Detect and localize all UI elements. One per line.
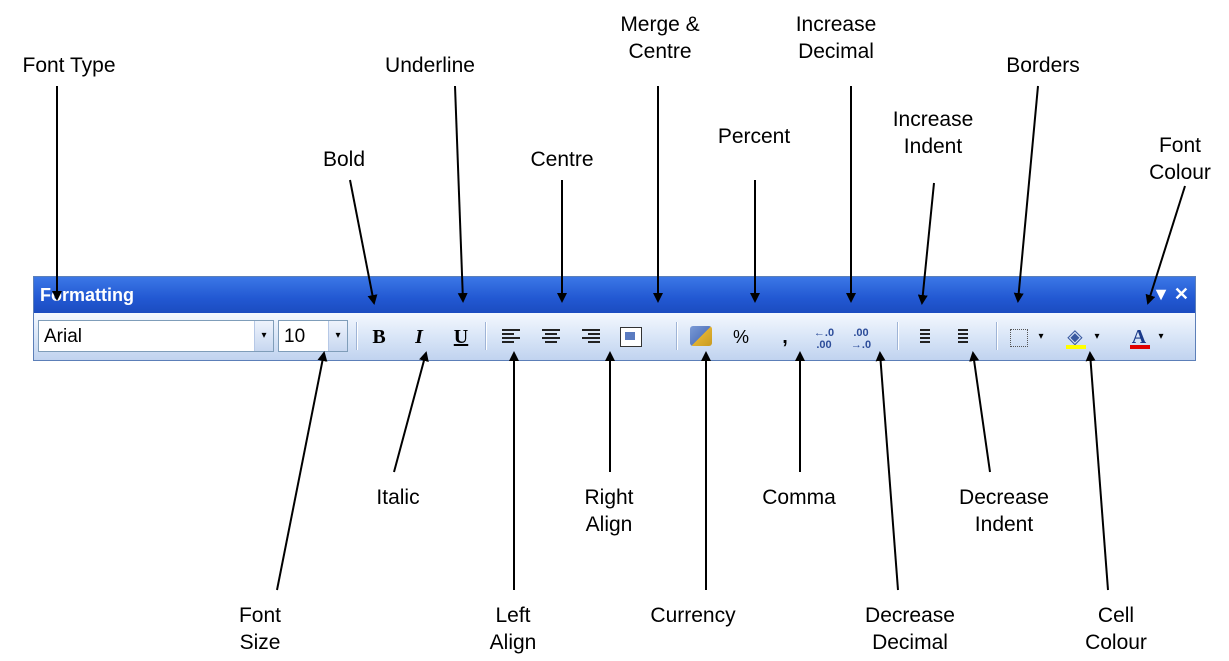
label-decrease-indent: Decrease Indent xyxy=(959,486,1049,536)
font-size-combo[interactable]: 10 ▾ xyxy=(278,320,348,352)
arrow-decrease-indent xyxy=(969,351,991,473)
font-colour-icon: A xyxy=(1131,326,1147,348)
toolbar-button-row: Arial ▾ 10 ▾ B I U % , ←.0 .00 xyxy=(34,313,1195,360)
decrease-indent-icon xyxy=(950,329,968,345)
decrease-indent-button[interactable] xyxy=(944,322,974,352)
arrow-font-colour xyxy=(1145,185,1186,305)
separator xyxy=(356,322,357,350)
cell-colour-button[interactable]: ◈ xyxy=(1060,322,1090,352)
chevron-down-icon[interactable]: ▾ xyxy=(254,321,273,351)
arrow-bold xyxy=(349,179,378,305)
arrow-decrease-decimal xyxy=(875,351,899,591)
increase-indent-icon xyxy=(912,329,930,345)
arrow-italic xyxy=(393,351,429,473)
currency-icon xyxy=(690,326,712,346)
cell-colour-dropdown-icon[interactable]: ▾ xyxy=(1094,331,1100,342)
cell-colour-swatch xyxy=(1066,345,1086,349)
align-right-icon xyxy=(582,329,600,345)
font-size-value: 10 xyxy=(284,326,306,347)
paint-bucket-icon: ◈ xyxy=(1067,326,1083,348)
decrease-decimal-button[interactable]: .00 →.0 xyxy=(846,322,876,352)
label-font-size: Font Size xyxy=(238,604,282,654)
label-underline: Underline xyxy=(385,54,475,77)
font-colour-swatch xyxy=(1130,345,1150,349)
comma-button[interactable]: , xyxy=(782,326,788,348)
align-left-icon xyxy=(502,329,520,345)
label-centre: Centre xyxy=(530,148,594,171)
separator xyxy=(996,322,997,350)
label-right-align: Right Align xyxy=(584,486,634,536)
increase-decimal-icon: ←.0 .00 xyxy=(813,327,835,351)
arrow-increase-indent xyxy=(917,182,935,305)
label-font-colour: Font Colour xyxy=(1149,134,1211,184)
arrow-cell-colour xyxy=(1085,351,1109,591)
label-percent: Percent xyxy=(717,125,791,148)
toolbar-options-icon[interactable]: ▼ xyxy=(1152,284,1170,304)
increase-decimal-button[interactable]: ←.0 .00 xyxy=(809,322,839,352)
separator xyxy=(485,322,486,350)
font-name-combo[interactable]: Arial ▾ xyxy=(38,320,274,352)
label-increase-indent: Increase Indent xyxy=(892,108,974,158)
increase-indent-button[interactable] xyxy=(906,322,936,352)
merge-and-center-icon xyxy=(620,327,642,347)
label-currency: Currency xyxy=(650,604,736,627)
label-bold: Bold xyxy=(322,148,366,171)
align-center-button[interactable] xyxy=(536,322,566,352)
label-font-type: Font Type xyxy=(22,54,116,77)
align-center-icon xyxy=(542,329,560,345)
toolbar-title: Formatting xyxy=(40,285,134,305)
arrow-borders xyxy=(1013,85,1039,303)
separator xyxy=(676,322,677,350)
font-colour-dropdown-icon[interactable]: ▾ xyxy=(1158,331,1164,342)
chevron-down-icon[interactable]: ▾ xyxy=(328,321,347,351)
label-merge-centre: Merge & Centre xyxy=(620,13,700,63)
currency-button[interactable] xyxy=(686,322,716,352)
label-cell-colour: Cell Colour xyxy=(1085,604,1147,654)
merge-and-center-button[interactable] xyxy=(616,322,646,352)
percent-button[interactable]: % xyxy=(732,327,749,347)
align-right-button[interactable] xyxy=(576,322,606,352)
toolbar-titlebar[interactable]: Formatting ▼ ✕ xyxy=(34,277,1195,313)
underline-button[interactable]: U xyxy=(453,326,469,348)
close-icon[interactable]: ✕ xyxy=(1173,284,1189,304)
italic-button[interactable]: I xyxy=(415,326,423,348)
label-decrease-decimal: Decrease Decimal xyxy=(865,604,955,654)
borders-icon xyxy=(1010,329,1028,347)
formatting-toolbar: Formatting ▼ ✕ Arial ▾ 10 ▾ B I U xyxy=(33,276,1196,361)
label-left-align: Left Align xyxy=(489,604,537,654)
arrow-underline xyxy=(454,85,468,303)
arrow-font-size xyxy=(276,351,328,591)
label-borders: Borders xyxy=(1006,54,1080,77)
separator xyxy=(897,322,898,350)
font-colour-button[interactable]: A xyxy=(1124,322,1154,352)
align-left-button[interactable] xyxy=(496,322,526,352)
bold-button[interactable]: B xyxy=(372,326,386,348)
label-increase-decimal: Increase Decimal xyxy=(795,13,877,63)
label-italic: Italic xyxy=(376,486,420,509)
label-comma: Comma xyxy=(762,486,836,509)
borders-button[interactable] xyxy=(1004,322,1034,352)
borders-dropdown-icon[interactable]: ▾ xyxy=(1038,331,1044,342)
decrease-decimal-icon: .00 →.0 xyxy=(850,327,872,351)
font-name-value: Arial xyxy=(44,326,83,347)
